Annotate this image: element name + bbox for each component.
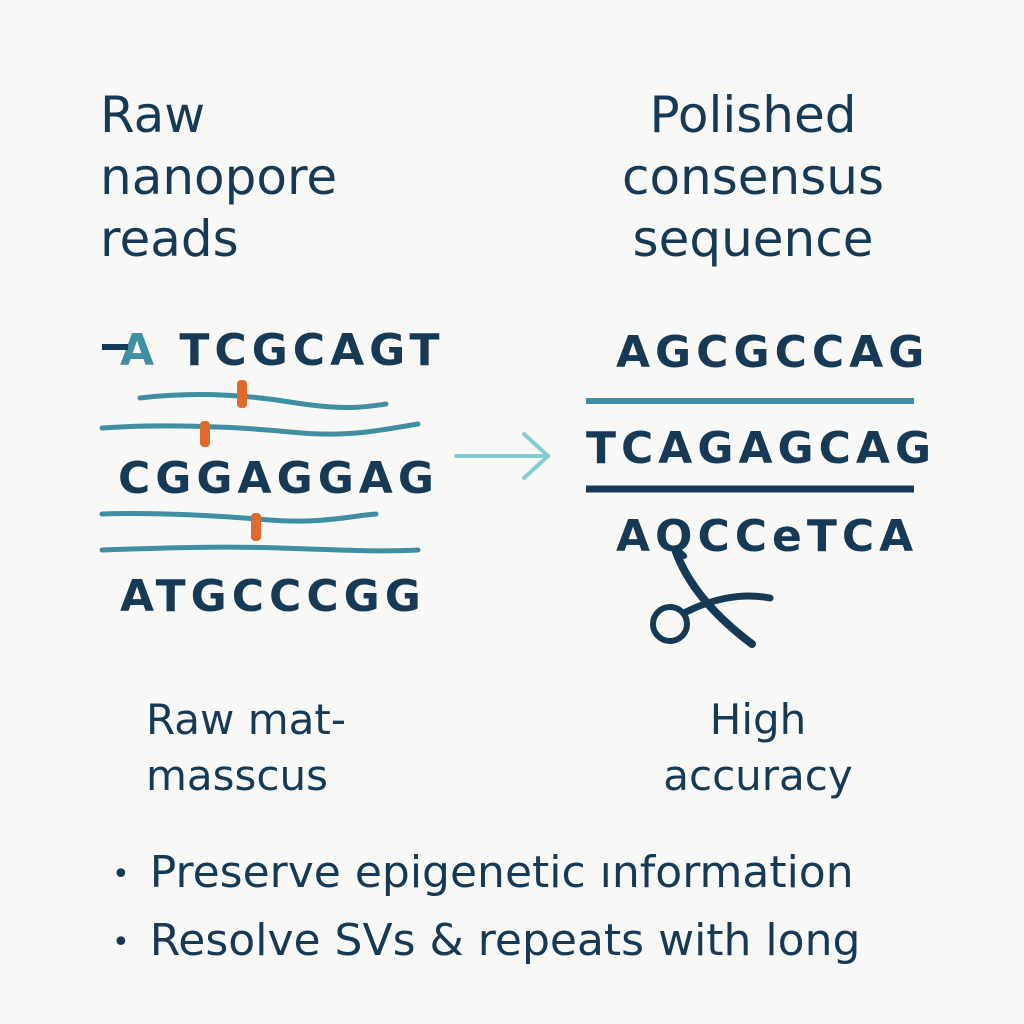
raw-read-line-1: [137, 392, 389, 410]
raw-reads-caption: Raw mat- masscus: [146, 695, 346, 800]
raw-read-line-2: [99, 421, 421, 437]
raw-reads-title: Raw nanopore reads: [100, 86, 338, 268]
raw-read-line-4: [99, 544, 421, 554]
bullet-icon: •: [112, 925, 130, 960]
raw-read-sequence-1: A TCGCAGT: [120, 326, 445, 376]
polished-consensus-title: Polished consensus sequence: [621, 86, 885, 268]
bullet-icon: •: [112, 857, 130, 892]
benefit-1-text: Preserve epigenetic ınformation: [149, 847, 854, 898]
benefit-2-text: Resolve SVs & repeats with long: [149, 915, 861, 966]
error-mark-1: [237, 380, 247, 408]
list-item: • Resolve SVs & repeats with long: [112, 908, 860, 976]
raw-read-line-3: [99, 510, 379, 524]
error-mark-3: [251, 513, 261, 541]
consensus-sequence-3: AQCCeTCA: [616, 511, 919, 562]
scissors-icon: [650, 545, 774, 648]
benefits-list: • Preserve epigenetic ınformation • Resolv…: [112, 840, 860, 976]
raw-read-sequence-1-first-base: A: [120, 325, 160, 376]
raw-read-sequence-1-rest: TCGCAGT: [179, 325, 445, 376]
error-mark-2: [200, 421, 210, 447]
high-accuracy-caption: High accuracy: [663, 695, 853, 800]
list-item: • Preserve epigenetic ınformation: [112, 840, 860, 908]
consensus-sequence-2: TCAGAGCAG: [586, 423, 937, 474]
raw-read-sequence-2: CGGAGGAG: [118, 453, 439, 504]
consensus-sequence-1: AGCGCCAG: [616, 327, 930, 378]
arrow-right-icon: [454, 432, 550, 480]
raw-read-sequence-3: ATGCCCGG: [120, 571, 426, 622]
